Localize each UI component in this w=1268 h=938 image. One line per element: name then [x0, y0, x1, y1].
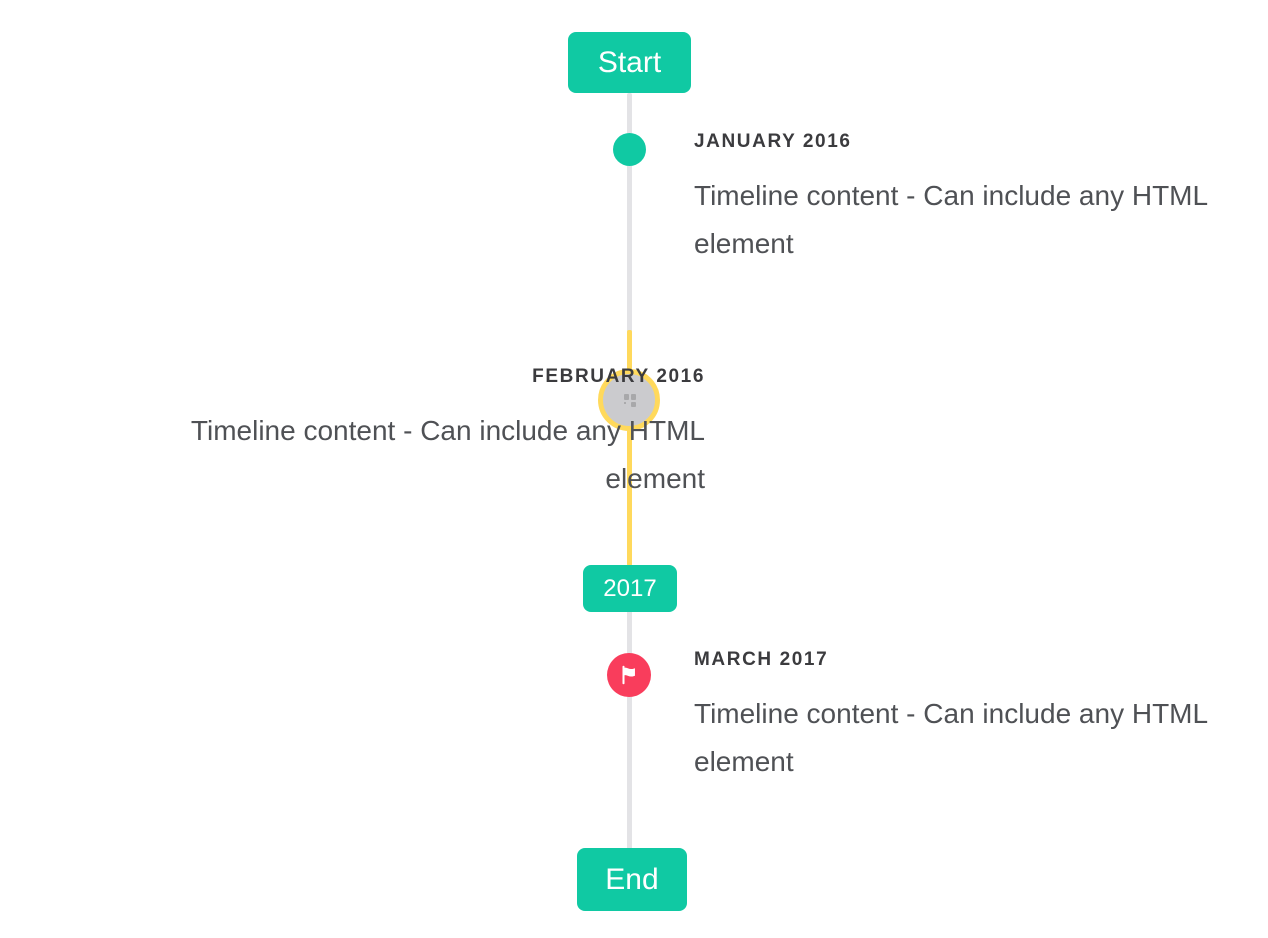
entry-title: FEBRUARY 2016 — [532, 366, 705, 387]
timeline-line-highlighted-segment — [627, 330, 632, 566]
entry-content: Timeline content - Can include any HTML … — [190, 415, 705, 494]
timeline-marker-flag[interactable] — [607, 653, 651, 697]
timeline-entry-january-2016: JANUARY 2016 Timeline content - Can incl… — [694, 130, 1234, 268]
timeline-entry-february-2016: FEBRUARY 2016 Timeline content - Can inc… — [145, 365, 705, 503]
timeline-marker-dot[interactable] — [613, 133, 646, 166]
end-button[interactable]: End — [577, 848, 687, 911]
start-button[interactable]: Start — [568, 32, 691, 93]
entry-title: MARCH 2017 — [694, 649, 829, 670]
timeline-entry-march-2017: MARCH 2017 Timeline content - Can includ… — [694, 648, 1234, 786]
entry-content: Timeline content - Can include any HTML … — [694, 698, 1208, 777]
entry-title: JANUARY 2016 — [694, 131, 852, 152]
flag-icon — [618, 664, 640, 686]
broken-image-icon — [621, 393, 638, 407]
entry-content: Timeline content - Can include any HTML … — [694, 180, 1208, 259]
year-badge-2017[interactable]: 2017 — [583, 565, 677, 612]
timeline-marker-image-circle[interactable] — [598, 369, 660, 431]
